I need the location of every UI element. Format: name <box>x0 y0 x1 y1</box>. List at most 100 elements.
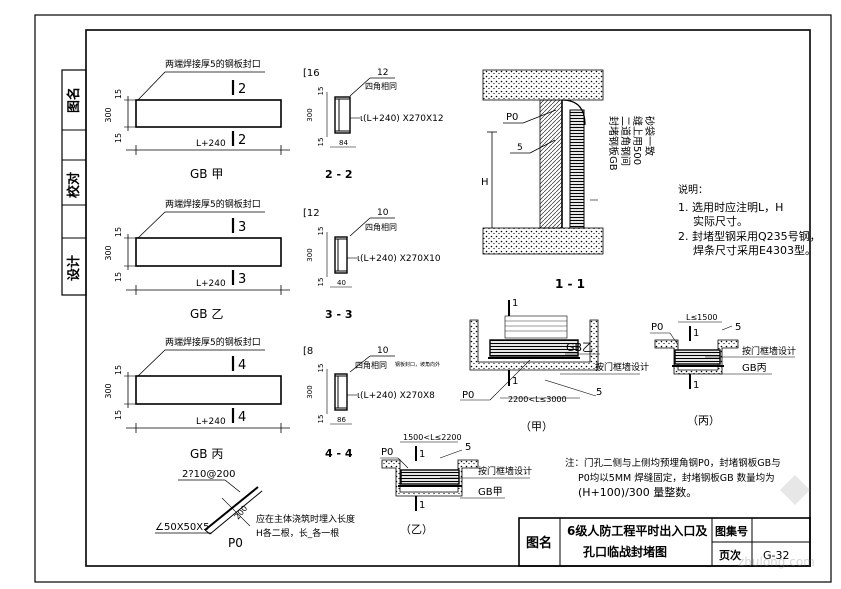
svg-text:84: 84 <box>339 139 348 147</box>
svg-text:按门框墙设计: 按门框墙设计 <box>595 361 649 373</box>
svg-text:1: 1 <box>693 328 699 339</box>
steel-plate <box>135 99 282 128</box>
svg-text:1: 1 <box>512 298 518 309</box>
section-4-4: [8 10 四角相同 钢板封口，坡角向外 15 300 15 ι(L+240) … <box>303 346 440 460</box>
svg-text:H: H <box>481 177 489 188</box>
svg-text:四角相同: 四角相同 <box>355 360 387 370</box>
svg-text:3: 3 <box>238 220 246 235</box>
svg-text:缝上用500: 缝上用500 <box>631 116 644 165</box>
svg-text:10: 10 <box>377 346 389 356</box>
title-block: 图名 6级人防工程平时出入口及 孔口临战封堵图 图集号 页次 G-32 <box>518 517 811 567</box>
svg-text:图集号: 图集号 <box>715 524 748 538</box>
svg-text:15: 15 <box>317 227 325 236</box>
svg-text:[8: [8 <box>303 346 313 357</box>
svg-text:300: 300 <box>306 108 314 121</box>
svg-text:300: 300 <box>104 245 113 260</box>
section-caption: 2 - 2 <box>325 168 353 181</box>
svg-text:1: 1 <box>693 380 699 391</box>
svg-text:（乙）: （乙） <box>400 523 433 536</box>
svg-text:(H+100)/300 量整数。: (H+100)/300 量整数。 <box>578 485 697 499</box>
plan-bing: P0 L≤1500 5 1 1 按门框墙设计 GB丙 （丙） <box>650 313 796 427</box>
checked-label: 校对 <box>66 172 82 198</box>
weld-note: 两端焊接厚5的钢板封口 <box>165 58 261 70</box>
svg-text:L+240: L+240 <box>196 417 226 427</box>
svg-text:ι(L+240) X270X8: ι(L+240) X270X8 <box>357 391 435 401</box>
svg-text:15: 15 <box>317 87 325 96</box>
svg-text:4: 4 <box>238 410 246 425</box>
weld-size: 12 <box>377 68 388 78</box>
page-number: G-32 <box>763 549 790 562</box>
svg-text:15: 15 <box>317 138 325 147</box>
svg-text:（丙）: （丙） <box>687 414 720 427</box>
svg-text:4 - 4: 4 - 4 <box>325 447 353 460</box>
cut-mark-top: 2 <box>238 82 246 97</box>
bottom-note: 注：门孔二侧与上侧均预埋角钢P0，封堵钢板GB与 P0均以5MM 焊缝固定，封堵… <box>565 457 781 499</box>
svg-text:L+240: L+240 <box>196 279 226 289</box>
drawing-name-label: 图名 <box>66 87 82 113</box>
svg-text:15: 15 <box>317 278 325 287</box>
angle-spec: ∠50X50X5 <box>155 522 209 533</box>
svg-text:15: 15 <box>114 410 123 420</box>
svg-text:（甲）: （甲） <box>520 420 553 433</box>
svg-text:按门框墙设计: 按门框墙设计 <box>742 345 796 357</box>
svg-text:GB丙: GB丙 <box>742 363 767 374</box>
svg-text:86: 86 <box>337 416 346 424</box>
spec: ι(L+240) X270X12 <box>360 114 444 124</box>
gb-jia-caption: GB 甲 <box>190 167 223 181</box>
svg-text:10: 10 <box>377 208 389 218</box>
svg-text:300: 300 <box>306 248 314 261</box>
svg-text:4: 4 <box>238 358 246 373</box>
svg-text:四角相同: 四角相同 <box>365 222 397 232</box>
svg-text:2. 封堵型钢采用Q235号钢，: 2. 封堵型钢采用Q235号钢， <box>678 229 821 243</box>
svg-text:1: 1 <box>419 449 425 460</box>
svg-text:5: 5 <box>517 143 523 153</box>
svg-text:15: 15 <box>317 364 325 373</box>
title-name-label: 图名 <box>526 535 552 551</box>
svg-text:15: 15 <box>114 365 123 375</box>
svg-text:说明：: 说明： <box>678 183 708 196</box>
plan-yi: 1500<L≤2200 5 P0 1 1 按门框墙设计 GB甲 （乙） <box>380 433 532 536</box>
svg-text:1. 选用时应注明L，H: 1. 选用时应注明L，H <box>678 200 783 214</box>
svg-text:按门框墙设计: 按门框墙设计 <box>478 465 532 477</box>
svg-text:2200<L≤3000: 2200<L≤3000 <box>508 395 567 404</box>
dim-15-top: 15 <box>114 89 123 99</box>
svg-text:5: 5 <box>735 322 741 333</box>
section-caption: 1 - 1 <box>555 277 585 291</box>
watermark: zhulong.com <box>738 475 815 569</box>
gb-jia-elevation: 两端焊接厚5的钢板封口 15 300 15 2 2 L+240 GB 甲 <box>104 58 290 181</box>
length-label: L+240 <box>196 139 226 149</box>
title-line-2: 孔口临战封堵图 <box>583 544 667 559</box>
section-2-2: [16 12 四角相同 15 300 15 ι(L+240) X270X12 8… <box>303 68 444 181</box>
section-3-3: [12 10 四角相同 15 300 15 ι(L+240) X270X10 4… <box>303 208 441 321</box>
svg-text:5: 5 <box>465 442 471 453</box>
svg-text:注：门孔二侧与上侧均预埋角钢P0，封堵钢板GB与: 注：门孔二侧与上侧均预埋角钢P0，封堵钢板GB与 <box>565 457 781 469</box>
gb-yi-elevation: 两端焊接厚5的钢板封口 15 300 15 3 3 L+240 GB 乙 <box>104 198 290 321</box>
svg-text:P0: P0 <box>228 536 243 550</box>
svg-text:3: 3 <box>238 272 246 287</box>
svg-text:实际尺寸。: 实际尺寸。 <box>693 214 748 228</box>
svg-text:[12: [12 <box>303 208 320 219</box>
sandbag-stack <box>569 109 585 229</box>
steel-plate <box>135 237 282 267</box>
cut-mark-bottom: 2 <box>238 133 246 148</box>
outer-frame <box>34 14 832 583</box>
plan-jia: 1 1 GB乙 按门框墙设计 P0 5 2200<L≤3000 （甲） <box>460 298 649 433</box>
svg-text:GB甲: GB甲 <box>478 487 503 498</box>
svg-text:焊条尺寸采用E4303型。: 焊条尺寸采用E4303型。 <box>693 243 816 257</box>
plate-mark: [16 <box>303 68 320 79</box>
svg-text:H各二根，长_各一根: H各二根，长_各一根 <box>256 527 339 539</box>
designed-label: 设计 <box>66 255 82 281</box>
svg-text:两端焊接厚5的钢板封口: 两端焊接厚5的钢板封口 <box>165 336 261 348</box>
svg-text:GB乙: GB乙 <box>566 341 593 354</box>
notes-block: 说明： 1. 选用时应注明L，H 实际尺寸。 2. 封堵型钢采用Q235号钢， … <box>678 183 821 257</box>
side-title-column: 图名 校对 设计 <box>61 69 87 296</box>
svg-text:P0: P0 <box>506 112 518 123</box>
steel-plate <box>135 375 282 405</box>
dim-15-bot: 15 <box>114 133 123 143</box>
svg-text:3 - 3: 3 - 3 <box>325 308 353 321</box>
weld-note: 四角相同 <box>365 81 397 91</box>
gb-bing-caption: GB 丙 <box>190 447 223 461</box>
svg-text:钢板封口，坡角向外: 钢板封口，坡角向外 <box>395 361 440 368</box>
svg-text:40: 40 <box>337 279 346 287</box>
